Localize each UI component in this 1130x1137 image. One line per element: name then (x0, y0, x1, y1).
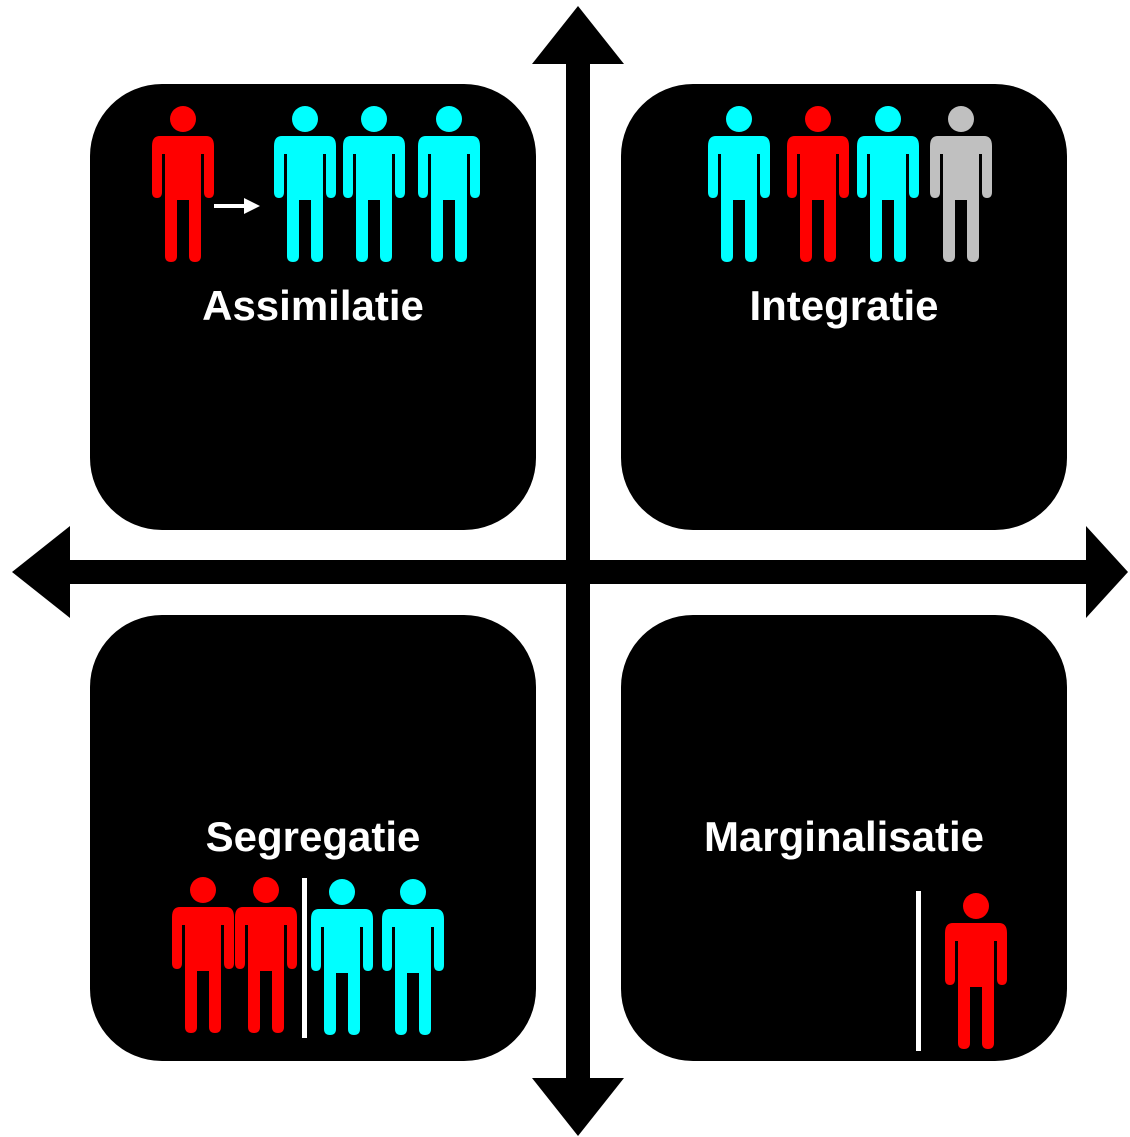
separator-line (302, 878, 307, 1038)
person-icon (382, 879, 444, 1035)
person-icon (274, 106, 336, 262)
person-icon (418, 106, 480, 262)
person-icon (152, 106, 214, 262)
quadrant-assimilatie: Assimilatie (90, 84, 536, 530)
person-icon (172, 877, 234, 1033)
quadrant-label: Assimilatie (202, 282, 424, 329)
quadrant-label: Integratie (749, 282, 939, 329)
quadrant-label: Segregatie (205, 813, 421, 860)
separator-line (916, 891, 921, 1051)
quadrant-marginalisatie: Marginalisatie (621, 615, 1067, 1061)
person-icon (311, 879, 373, 1035)
arrow-right-icon (1086, 526, 1128, 618)
quadrant-integratie: Integratie (621, 84, 1067, 530)
horizontal-axis-line (66, 560, 1088, 584)
arrow-down-icon (532, 1078, 624, 1136)
person-icon (343, 106, 405, 262)
quadrant-label: Marginalisatie (703, 813, 985, 860)
arrow-up-icon (532, 6, 624, 64)
person-icon (235, 877, 297, 1033)
person-icon (930, 106, 992, 262)
person-icon (708, 106, 770, 262)
person-icon (945, 893, 1007, 1049)
person-icon (857, 106, 919, 262)
quadrant-segregatie: Segregatie (90, 615, 536, 1061)
person-icon (787, 106, 849, 262)
arrow-left-icon (12, 526, 70, 618)
arrow-right-icon (214, 198, 260, 214)
